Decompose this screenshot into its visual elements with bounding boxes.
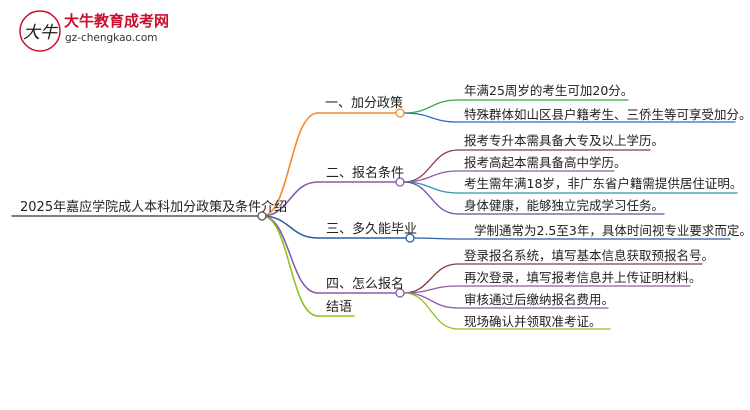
logo-mark-icon: 大牛: [19, 10, 61, 52]
branch-node-1: [395, 108, 405, 118]
edge-root-branch-2: [261, 181, 319, 217]
leaf-4-4: 现场确认并领取准考证。: [464, 314, 602, 329]
leaf-3-1: 学制通常为2.5至3年，具体时间视专业要求而定。: [474, 223, 750, 238]
leaf-1-1: 年满25周岁的考生可加20分。: [464, 83, 634, 98]
branch-node-2: [395, 177, 405, 187]
branch-node-4: [395, 288, 405, 298]
branch-label-3: 三、多久能毕业: [326, 222, 418, 237]
leaf-2-2: 报考高起本需具备高中学历。: [464, 155, 627, 170]
edge-branch-4-leaf-3: [403, 292, 459, 309]
edge-root-branch-3: [261, 215, 319, 239]
leaf-2-1: 报考专升本需具备大专及以上学历。: [464, 133, 665, 148]
edge-root-branch-5: [261, 215, 319, 317]
edge-branch-1-leaf-1: [403, 99, 459, 114]
branch-label-2: 二、报名条件: [326, 166, 405, 181]
branch-label-5: 结语: [326, 300, 353, 315]
branch-label-1: 一、加分政策: [325, 96, 404, 111]
logo-mark-text: 大牛: [23, 23, 58, 43]
leaf-4-1: 登录报名系统，填写基本信息获取预报名号。: [464, 248, 715, 263]
logo-title: 大牛教育成考网: [64, 12, 170, 30]
edge-branch-2-leaf-4: [403, 181, 459, 215]
root-node: [257, 211, 267, 221]
edge-branch-3-leaf-1: [413, 237, 459, 240]
edge-root-branch-1: [261, 112, 319, 217]
leaf-2-3: 考生需年满18岁，非广东省户籍需提供居住证明。: [464, 176, 743, 191]
root-topic: 2025年嘉应学院成人本科加分政策及条件介绍: [20, 200, 288, 215]
edge-branch-4-leaf-1: [403, 263, 459, 294]
site-logo[interactable]: 大牛 大牛教育成考网 gz-chengkao.com: [18, 8, 188, 54]
leaf-1-2: 特殊群体如山区县户籍考生、三侨生等可享受加分。: [464, 107, 750, 122]
branch-label-4: 四、怎么报名: [326, 277, 405, 292]
leaf-2-4: 身体健康，能够独立完成学习任务。: [464, 198, 665, 213]
mindmap-nodes: [257, 108, 415, 298]
leaf-4-3: 审核通过后缴纳报名费用。: [464, 292, 615, 307]
leaf-4-2: 再次登录，填写报考信息并上传证明材料。: [464, 270, 702, 285]
edge-branch-1-leaf-2: [403, 112, 459, 123]
logo-url: gz-chengkao.com: [65, 32, 158, 44]
mindmap-edges: [261, 99, 459, 330]
edge-branch-4-leaf-4: [403, 292, 459, 330]
branch-node-3: [405, 233, 415, 243]
mindmap-underlines: [11, 99, 738, 330]
